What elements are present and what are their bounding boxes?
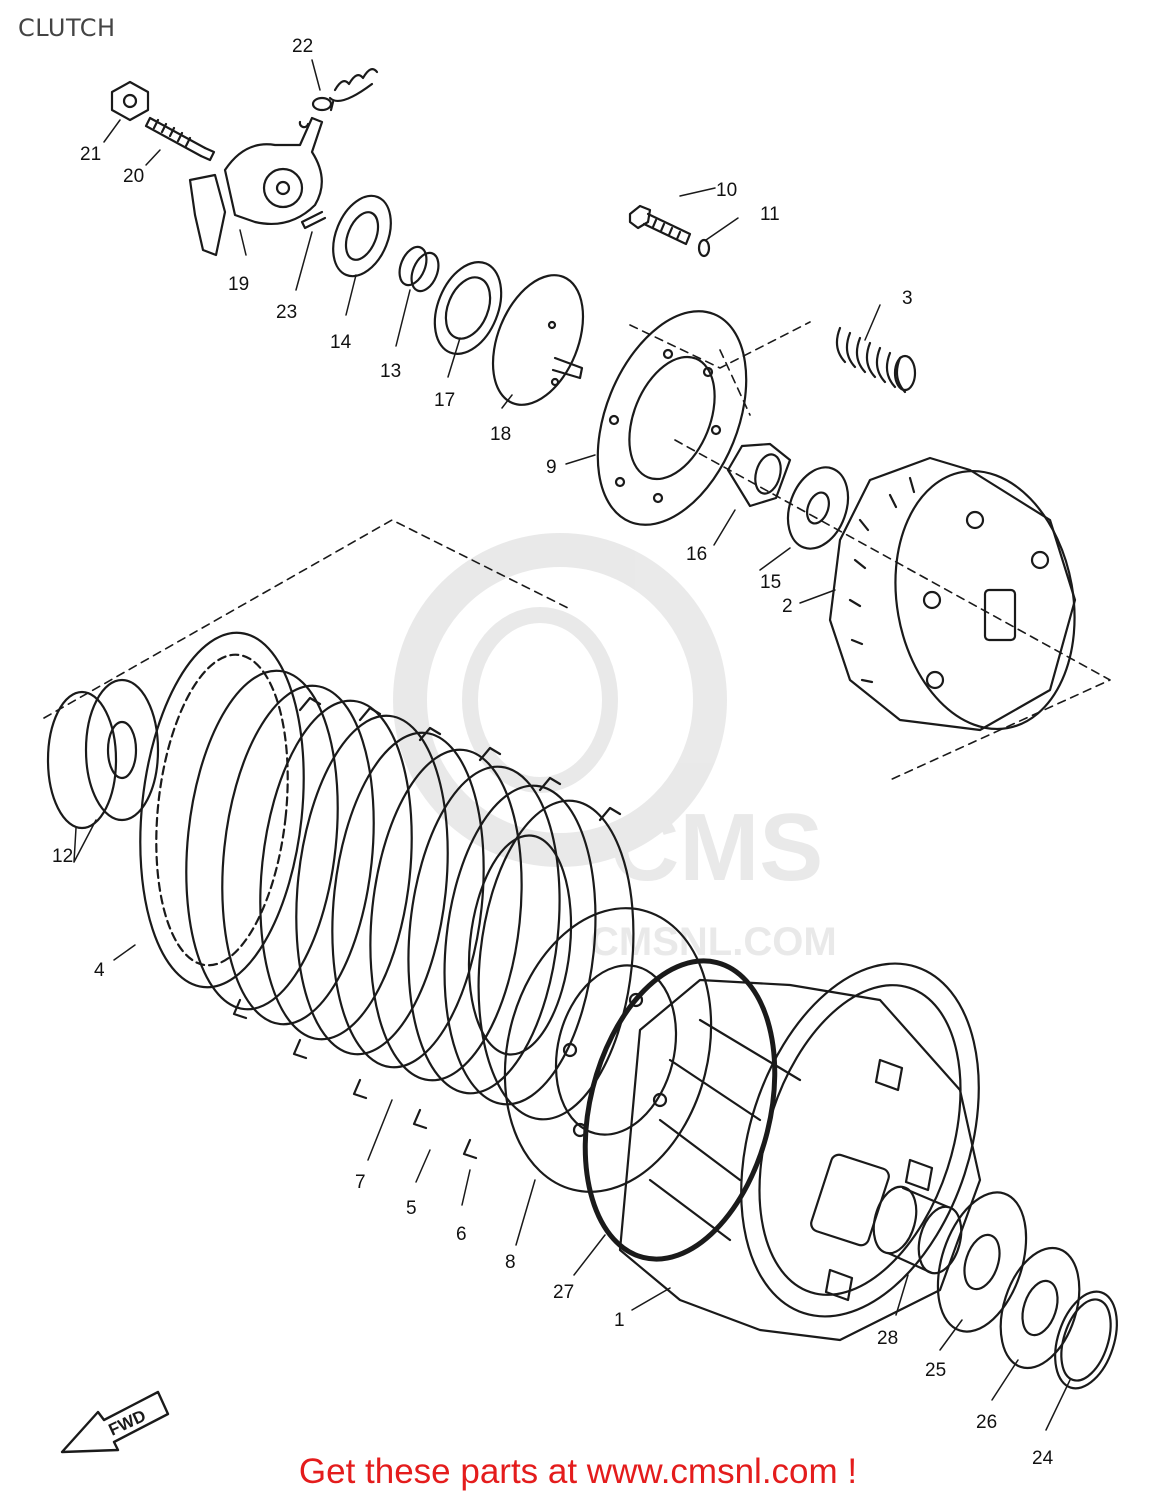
part-22-return-spring (311, 68, 379, 112)
assembly-guide-lines (43, 321, 1111, 781)
part-10-bolt (628, 204, 692, 246)
part-17-bearing (433, 260, 503, 356)
part-2-clutch-boss (828, 456, 1077, 732)
part-3-clutch-spring (835, 326, 917, 394)
callout-9: 9 (546, 457, 557, 478)
callout-7: 7 (355, 1172, 366, 1193)
parts-5-6-7-plate-stack (185, 669, 635, 1160)
callout-27: 27 (553, 1282, 574, 1303)
callout-1: 1 (614, 1310, 625, 1331)
callout-2: 2 (782, 596, 793, 617)
callout-28: 28 (877, 1328, 898, 1349)
part-12-thrust-washers (46, 678, 160, 830)
fwd-arrow-icon: FWD (60, 1390, 170, 1454)
callout-24: 24 (1032, 1448, 1054, 1469)
callout-4: 4 (94, 960, 105, 981)
callout-8: 8 (505, 1252, 516, 1273)
part-27-wire-ring (582, 958, 778, 1262)
callout-16: 16 (686, 544, 707, 565)
part-11-washer (697, 238, 711, 258)
part-1-clutch-housing (618, 962, 982, 1342)
callout-17: 17 (434, 390, 455, 411)
part-18-push-plate (491, 274, 585, 406)
callout-15: 15 (760, 572, 781, 593)
callout-labels: 1 2 3 4 5 6 7 8 9 10 11 12 13 14 15 16 1… (52, 36, 1054, 1469)
page-title: CLUTCH (18, 14, 116, 42)
callout-19: 19 (228, 274, 249, 295)
callout-6: 6 (456, 1224, 467, 1245)
callout-20: 20 (123, 166, 144, 187)
watermark-url: CMSNL.COM (590, 920, 837, 964)
part-13-bushing (398, 245, 440, 293)
part-4-cushion-plate (139, 631, 305, 989)
promo-banner-link[interactable]: Get these parts at www.cmsnl.com ! (298, 1452, 858, 1491)
watermark-logo: CMS CMSNL.COM (393, 533, 837, 964)
callout-3: 3 (902, 288, 913, 309)
part-16-nut (726, 442, 792, 508)
part-23-pin (300, 210, 327, 230)
callout-11: 11 (760, 204, 780, 225)
part-19-push-lever-assembly (188, 116, 324, 257)
callout-25: 25 (925, 1360, 946, 1381)
part-20-adjust-screw (144, 116, 216, 162)
part-26-washer (999, 1246, 1081, 1370)
part-14-oil-seal (332, 194, 392, 278)
watermark-cms: CMS (610, 794, 823, 901)
part-15-lock-washer (786, 466, 850, 550)
callout-5: 5 (406, 1198, 417, 1219)
callout-13: 13 (380, 361, 401, 382)
part-25-thrust-plate (936, 1191, 1028, 1333)
callout-leaders (73, 59, 1071, 1431)
callout-12: 12 (52, 846, 73, 867)
part-9-pressure-plate (596, 310, 748, 526)
part-24-circlip (1054, 1290, 1118, 1390)
callout-10: 10 (716, 180, 737, 201)
part-28-spacer (872, 1185, 963, 1275)
callout-14: 14 (330, 332, 352, 353)
callout-21: 21 (80, 144, 101, 165)
callout-22: 22 (292, 36, 313, 57)
callout-26: 26 (976, 1412, 997, 1433)
callout-23: 23 (276, 302, 297, 323)
part-21-nut (110, 80, 150, 122)
callout-18: 18 (490, 424, 511, 445)
part-8-pressure-disc (503, 907, 713, 1193)
